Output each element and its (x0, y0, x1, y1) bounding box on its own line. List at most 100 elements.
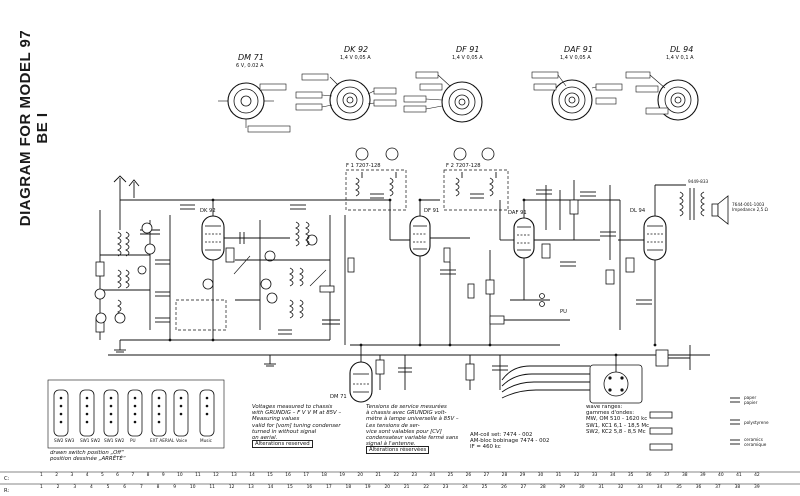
tube-dk92: DK 92 (200, 208, 225, 261)
row-number: 27 (520, 485, 527, 490)
stage-tube-label: DM 71 (330, 394, 347, 400)
row-number: 33 (637, 485, 643, 490)
row-label-c: C: (4, 476, 10, 482)
row-number: 32 (617, 485, 624, 490)
row-number: 30 (537, 473, 544, 478)
row-number: 37 (663, 473, 670, 478)
row-number: 14 (267, 485, 274, 490)
row-number: 35 (676, 485, 682, 490)
row-number: 38 (734, 485, 741, 490)
row-number: 41 (736, 473, 742, 478)
row-number: 21 (375, 473, 382, 478)
row-number: 24 (429, 473, 436, 478)
switch-label: Voice (176, 438, 188, 443)
row-number: 28 (501, 473, 508, 478)
tube-socket-dl94: DL 94 1,4 V 0,1 A (625, 45, 699, 121)
row-number: 14 (249, 473, 255, 478)
row-number: 24 (462, 485, 468, 490)
tube-dm71: DM 71 (330, 361, 373, 403)
stage-tube-label: DAF 91 (508, 210, 527, 216)
row-number: 19 (339, 473, 345, 478)
row-number: 42 (754, 473, 760, 478)
row-number: 12 (213, 473, 219, 478)
row-number: 10 (177, 473, 183, 478)
tube-name-label: DM 71 (238, 53, 264, 62)
switch-label: SW1 SW2 (80, 438, 101, 443)
row-number: 1 (40, 473, 43, 478)
if-filter-label: F 1 7207-128 (346, 163, 381, 169)
row-number: 29 (519, 473, 526, 478)
output-transformer-label: 9449-833 (688, 179, 708, 184)
main-schematic: DK 92 F 1 7207-128 (94, 147, 769, 404)
tube-spec-label: 1,4 V 0,05 A (560, 55, 591, 61)
row-number: 39 (700, 473, 706, 478)
note-english: Voltages measured to chassis with GRUNDI… (252, 404, 352, 449)
row-number: 36 (695, 485, 702, 490)
tube-dl94: DL 94 (630, 208, 667, 261)
speaker-icon (711, 195, 729, 225)
row-number: 17 (326, 485, 332, 490)
row-number: 15 (287, 485, 293, 490)
row-number: 5 (106, 485, 110, 490)
row-number: 38 (681, 473, 688, 478)
tube-df91: DF 91 (409, 208, 439, 257)
tube-spec-label: 6 V, 0.02 A (236, 63, 264, 69)
tube-spec-label: 1,4 V 0,05 A (452, 55, 483, 61)
pu-label: PU (560, 309, 567, 315)
switch-label: PU (130, 438, 136, 443)
tube-socket-dm71: DM 71 6 V, 0.02 A (218, 53, 291, 133)
row-number: 8 (156, 485, 160, 490)
diagram-title: DIAGRAM FOR MODEL 97 BE I (17, 29, 51, 227)
row-number: 13 (231, 473, 237, 478)
row-number: 18 (345, 485, 352, 490)
tube-spec-label: 1,4 V 0,05 A (340, 55, 371, 61)
tube-socket-daf91: DAF 91 1,4 V 0,05 A (531, 45, 623, 121)
switch-caption: drawn switch position „Off“ position des… (50, 450, 126, 463)
row-number: 9 (173, 485, 177, 490)
stage-tube-label: DL 94 (630, 208, 646, 214)
note-english-text: Voltages measured to chassis with GRUNDI… (252, 404, 342, 442)
row-number: 25 (481, 485, 488, 490)
row-number: 23 (411, 473, 418, 478)
tube-socket-dk92: DK 92 1,4 V 0,05 A (295, 45, 397, 121)
row-number: 2 (55, 473, 59, 478)
switch-position-block: SW2 SW3 SW1 SW2 SW1 SW2 PU EXT AERIAL Vo… (47, 379, 225, 449)
row-number: 4 (85, 473, 89, 478)
row-number: 16 (306, 485, 313, 490)
tube-socket-df91: DF 91 1,4 V 0,05 A (403, 45, 483, 123)
note-french: Tensions de service mesurées à chassis a… (366, 404, 466, 455)
row-number: 18 (321, 473, 327, 478)
row-number: 28 (540, 485, 546, 490)
row-number: 27 (483, 473, 490, 478)
coil-set-info: AM-coil set: 7474 - 002 AM-bloc bobinage… (470, 432, 560, 451)
tube-name-label: DL 94 (670, 45, 693, 54)
tube-name-label: DK 92 (344, 45, 368, 54)
switch-label: SW2 SW3 (54, 438, 75, 443)
row-number: 36 (645, 473, 652, 478)
row-number: 6 (116, 473, 119, 478)
tube-spec-label: 1,4 V 0,1 A (666, 55, 694, 61)
output-transformer: 9449-833 (655, 179, 708, 220)
row-number: 34 (656, 485, 663, 490)
row-number: 11 (209, 485, 215, 490)
row-number: 33 (591, 473, 598, 478)
switch-label: SW1 SW2 (104, 438, 125, 443)
row-number: 19 (364, 485, 371, 490)
row-number: 35 (627, 473, 634, 478)
row-number: 34 (609, 473, 616, 478)
row-number: 11 (195, 473, 201, 478)
row-number: 8 (146, 473, 150, 478)
row-number: 7 (139, 485, 143, 490)
if-frequency: IF = 460 kc (470, 444, 501, 451)
row-number: 32 (573, 473, 580, 478)
stage-tube-label: DF 91 (424, 208, 439, 214)
row-number: 2 (56, 485, 60, 490)
wave-ranges: wave ranges: gammes d'ondes: MW, OM 510 … (586, 404, 650, 435)
row-number: 13 (248, 485, 254, 490)
resistor-legend (649, 411, 673, 451)
